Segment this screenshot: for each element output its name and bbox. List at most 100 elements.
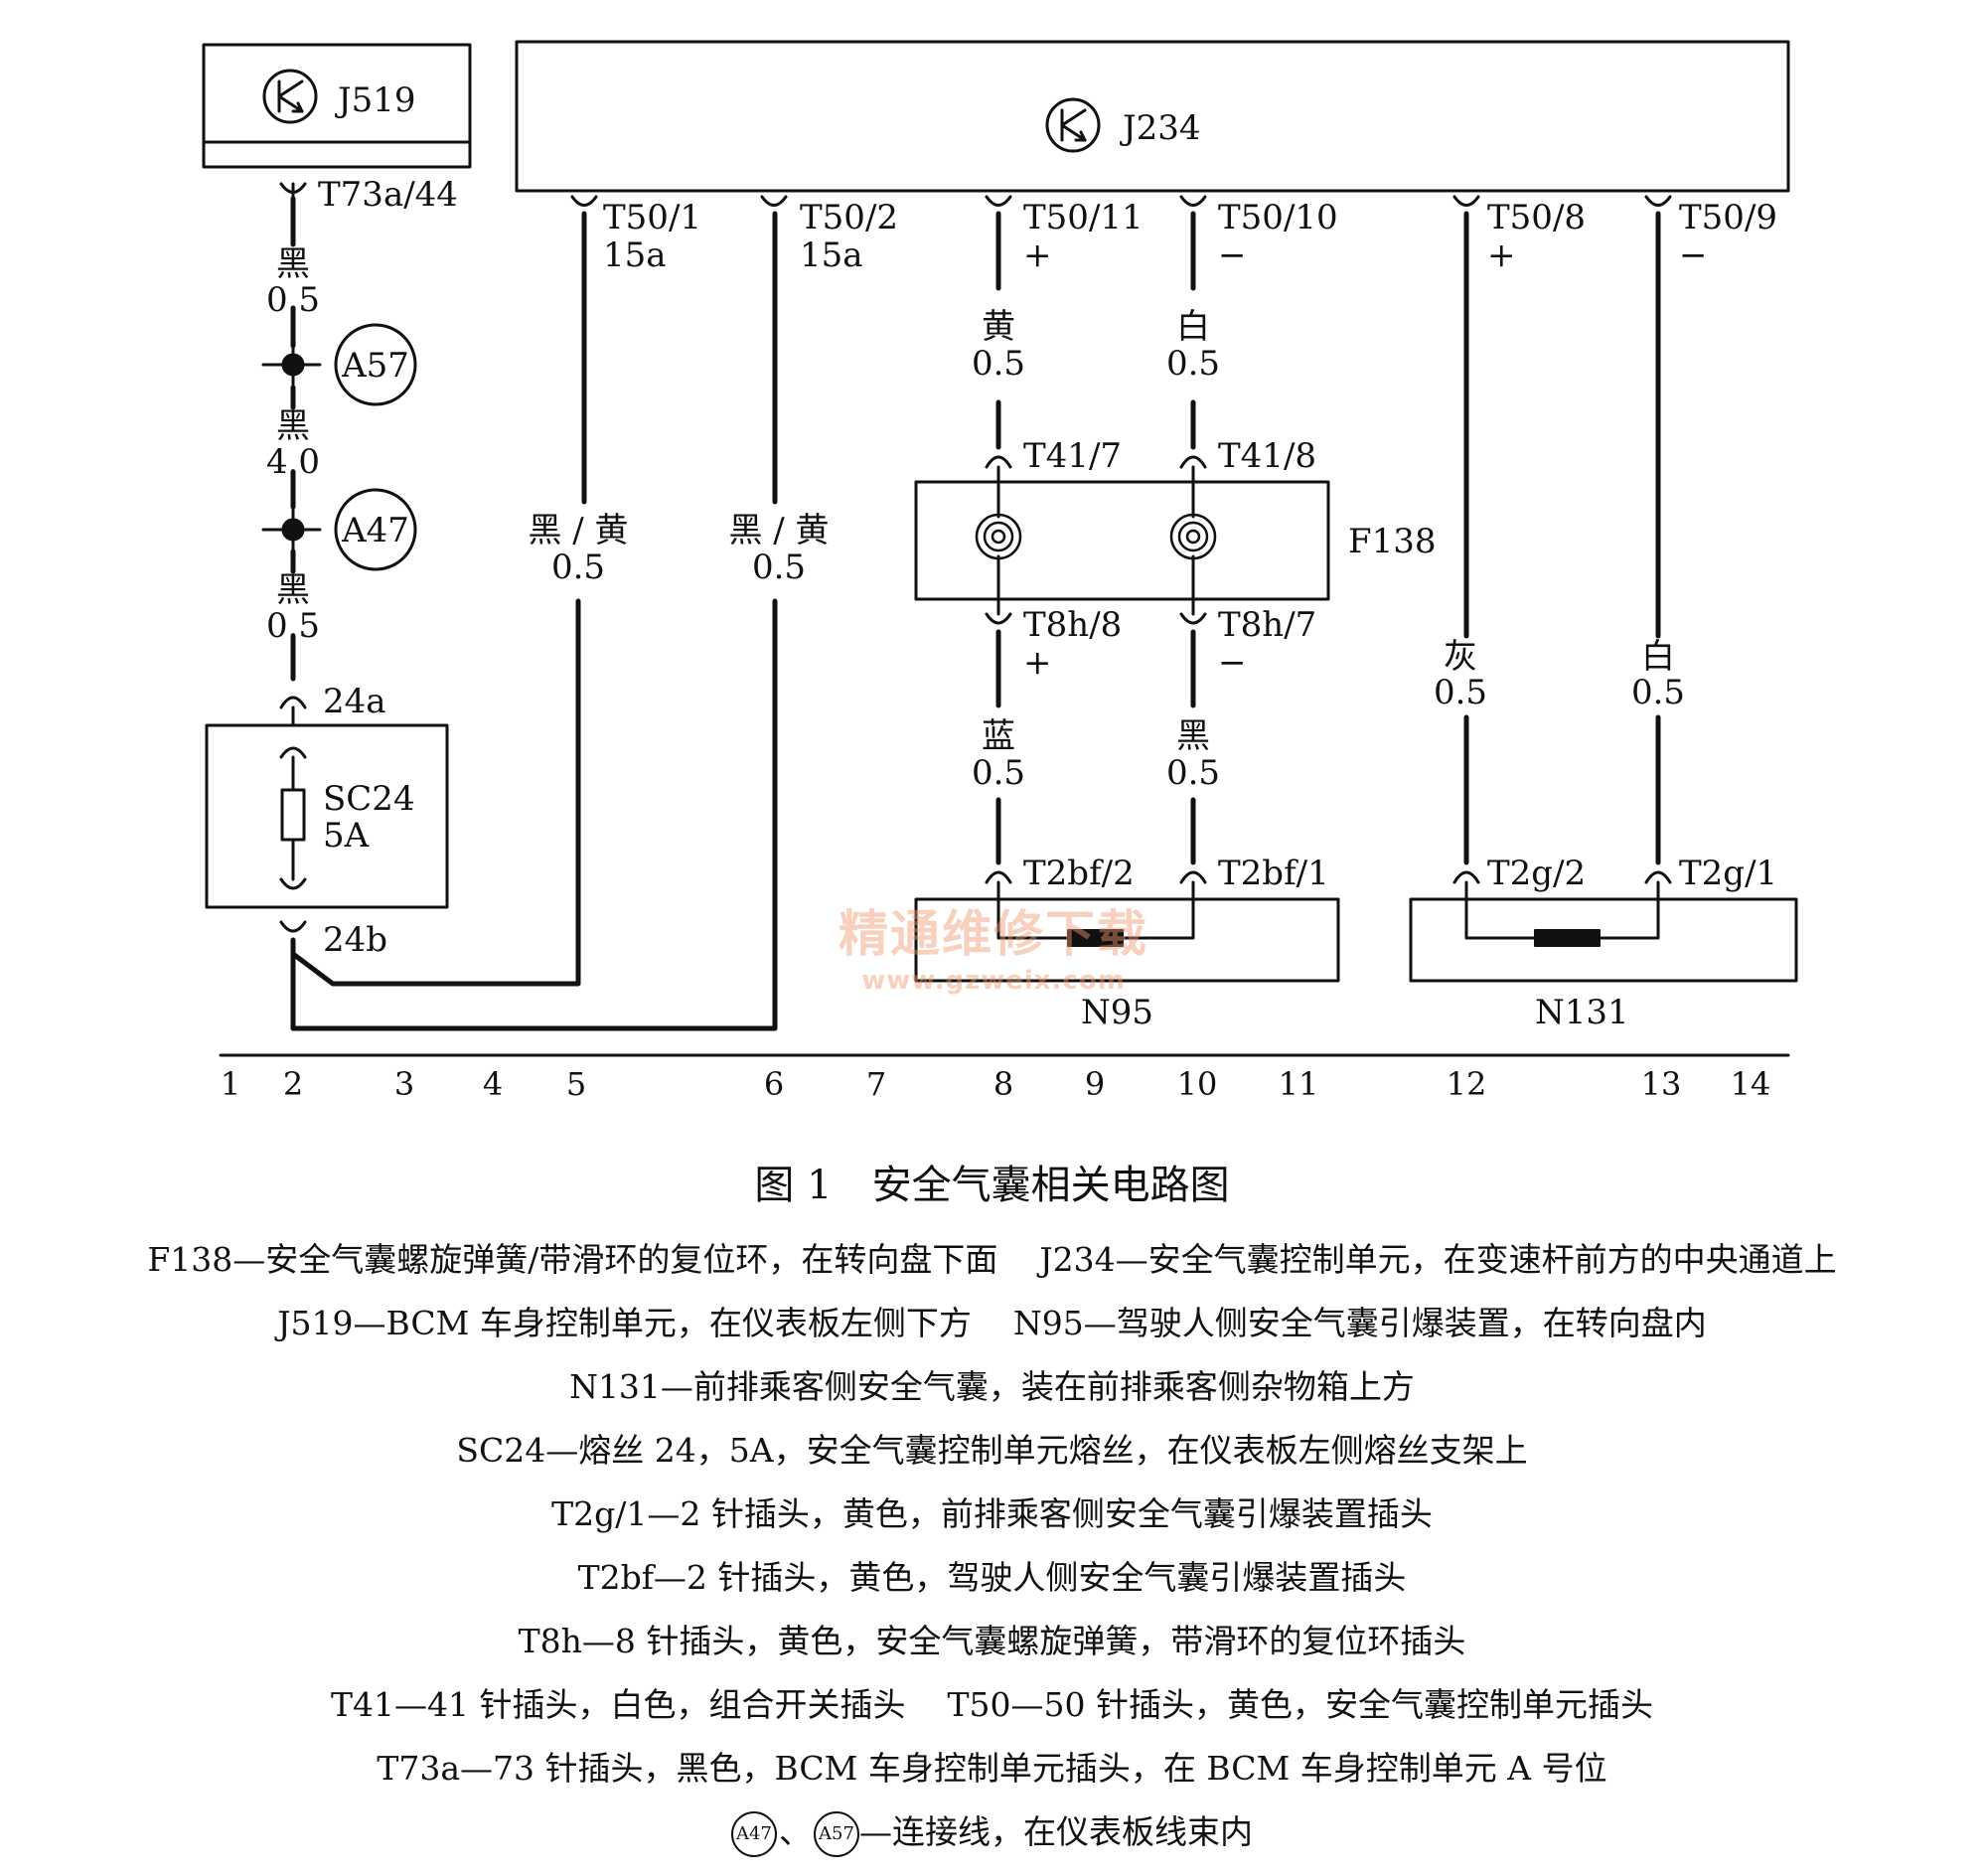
wire-a47-size: 0.5 xyxy=(266,606,320,646)
legend-line: F138—安全气囊螺旋弹簧/带滑环的复位环，在转向盘下面 J234—安全气囊控制… xyxy=(0,1228,1984,1292)
legend-j519: J519—BCM 车身控制单元，在仪表板左侧下方 xyxy=(277,1304,972,1342)
watermark-line1: 精通维修下载 xyxy=(839,905,1148,963)
t50-2-sub-label: 15a xyxy=(800,235,863,275)
wire-t8h-8-size: 0.5 xyxy=(972,753,1025,793)
legend-a57-circle: A57 xyxy=(814,1811,859,1857)
j234-box xyxy=(515,40,1790,193)
n131-igniter-icon xyxy=(1534,929,1601,947)
column-number: 1 xyxy=(221,1065,240,1103)
wire-t50-10-color: 白 xyxy=(1176,307,1210,347)
t8h-8-label: T8h/8 xyxy=(1023,605,1122,645)
legend-line: T41—41 针插头，白色，组合开关插头 T50—50 针插头，黄色，安全气囊控… xyxy=(0,1673,1984,1737)
legend-sc24: SC24—熔丝 24，5A，安全气囊控制单元熔丝，在仪表板左侧熔丝支架上 xyxy=(456,1431,1528,1470)
sc24-name-label: SC24 xyxy=(323,779,415,819)
n95-box xyxy=(914,897,1340,983)
t50-1-sub-label: 15a xyxy=(603,235,667,275)
j519-label: J519 xyxy=(335,80,416,120)
wire-t50-11-size: 0.5 xyxy=(972,344,1025,384)
wire-t50-1-size: 0.5 xyxy=(551,547,605,587)
pin-24a-label: 24a xyxy=(323,682,386,721)
wire-t50-9-size: 0.5 xyxy=(1631,673,1685,712)
n95-label: N95 xyxy=(1081,993,1153,1032)
n131-label: N131 xyxy=(1535,993,1629,1032)
legend-t50: T50—50 针插头，黄色，安全气囊控制单元插头 xyxy=(947,1685,1653,1724)
wire-a47-color: 黑 xyxy=(276,570,310,610)
wire-f138-upper xyxy=(995,211,1196,450)
wire-n131 xyxy=(1463,211,1661,865)
legend-separator: 、 xyxy=(779,1812,812,1851)
column-number: 8 xyxy=(993,1065,1013,1103)
column-number: 4 xyxy=(483,1065,503,1103)
j234-transistor-icon xyxy=(1045,97,1101,153)
watermark: 精通维修下载 www.gzweix.com xyxy=(815,894,1172,996)
t73a-44-label: T73a/44 xyxy=(318,175,458,215)
figure-caption: 图 1 安全气囊相关电路图 xyxy=(754,1163,1230,1208)
connector-cups xyxy=(279,182,1672,933)
j519-box xyxy=(202,43,472,169)
legend-t2bf: T2bf—2 针插头，黄色，驾驶人侧安全气囊引爆装置插头 xyxy=(577,1558,1407,1597)
wire-24b-routing xyxy=(290,211,778,1031)
t2g-2-label: T2g/2 xyxy=(1487,854,1586,893)
t2bf-1-label: T2bf/1 xyxy=(1218,854,1329,893)
f138-label: F138 xyxy=(1348,522,1437,561)
sc24-box xyxy=(205,723,449,909)
t2bf-2-label: T2bf/2 xyxy=(1023,854,1135,893)
wire-t50-9-color: 白 xyxy=(1641,637,1675,677)
t41-7-label: T41/7 xyxy=(1023,436,1122,476)
column-number: 10 xyxy=(1177,1065,1218,1103)
j519-transistor-icon xyxy=(262,69,318,124)
legend-n131: N131—前排乘客侧安全气囊，装在前排乘客侧杂物箱上方 xyxy=(569,1367,1415,1406)
legend-a47-circle: A47 xyxy=(731,1811,777,1857)
wire-t50-1-color: 黑 / 黄 xyxy=(528,511,628,550)
wire-j519-color: 黑 xyxy=(276,244,310,284)
t50-11-label: T50/11 xyxy=(1023,198,1144,237)
t50-2-label: T50/2 xyxy=(800,198,898,237)
n131-box xyxy=(1409,897,1798,983)
legend: F138—安全气囊螺旋弹簧/带滑环的复位环，在转向盘下面 J234—安全气囊控制… xyxy=(0,1228,1984,1864)
wire-t50-8-color: 灰 xyxy=(1444,637,1477,677)
a47-label: A47 xyxy=(341,511,409,550)
t50-8-sub-label: + xyxy=(1487,235,1516,275)
splice-a47 xyxy=(261,488,417,571)
wire-t50-2-color: 黑 / 黄 xyxy=(728,511,829,550)
wire-t8h-8-color: 蓝 xyxy=(982,716,1015,756)
pin-24b-label: 24b xyxy=(323,920,387,960)
column-number: 9 xyxy=(1085,1065,1105,1103)
j234-label: J234 xyxy=(1120,108,1201,148)
t8h-8-sub-label: + xyxy=(1023,643,1052,683)
wire-j519-size: 0.5 xyxy=(266,280,320,320)
t41-8-label: T41/8 xyxy=(1218,436,1316,476)
legend-f138: F138—安全气囊螺旋弹簧/带滑环的复位环，在转向盘下面 xyxy=(147,1240,998,1279)
wire-t8h-7-color: 黑 xyxy=(1176,716,1210,756)
splice-a57 xyxy=(261,323,417,406)
legend-splice-text: —连接线，在仪表板线束内 xyxy=(859,1812,1253,1851)
n95-igniter-icon xyxy=(1067,929,1124,947)
circuit-diagram: J519 J234 F138 SC24 5A N95 N131 A57 A47 … xyxy=(202,40,1798,1103)
legend-t8h: T8h—8 针插头，黄色，安全气囊螺旋弹簧，带滑环的复位环插头 xyxy=(518,1622,1466,1660)
legend-n95: N95—驾驶人侧安全气囊引爆装置，在转向盘内 xyxy=(1012,1304,1707,1342)
column-number: 5 xyxy=(566,1065,586,1103)
column-number: 7 xyxy=(866,1065,886,1103)
t50-9-sub-label: − xyxy=(1679,235,1708,275)
legend-j234: J234—安全气囊控制单元，在变速杆前方的中央通道上 xyxy=(1039,1240,1837,1279)
a57-label: A57 xyxy=(341,346,409,386)
wire-t50-8-size: 0.5 xyxy=(1434,673,1487,712)
t50-11-sub-label: + xyxy=(1023,235,1052,275)
column-number: 13 xyxy=(1641,1065,1682,1103)
t50-1-label: T50/1 xyxy=(603,198,701,237)
wire-t8h-7-size: 0.5 xyxy=(1166,753,1220,793)
t50-8-label: T50/8 xyxy=(1487,198,1586,237)
column-number: 6 xyxy=(764,1065,784,1103)
legend-t73a: T73a—73 针插头，黑色，BCM 车身控制单元插头，在 BCM 车身控制单元… xyxy=(377,1749,1607,1788)
t8h-7-label: T8h/7 xyxy=(1218,605,1316,645)
wire-a57-color: 黑 xyxy=(276,406,310,446)
t50-10-sub-label: − xyxy=(1218,235,1247,275)
fuse-icon xyxy=(280,788,306,842)
f138-box xyxy=(914,480,1330,601)
t50-9-label: T50/9 xyxy=(1679,198,1777,237)
t2g-1-label: T2g/1 xyxy=(1679,854,1777,893)
wire-t50-11-color: 黄 xyxy=(982,307,1015,347)
legend-line: A47、A57—连接线，在仪表板线束内 xyxy=(0,1800,1984,1864)
f138-spring-icon-left xyxy=(975,513,1022,560)
wire-n95 xyxy=(995,629,1196,865)
